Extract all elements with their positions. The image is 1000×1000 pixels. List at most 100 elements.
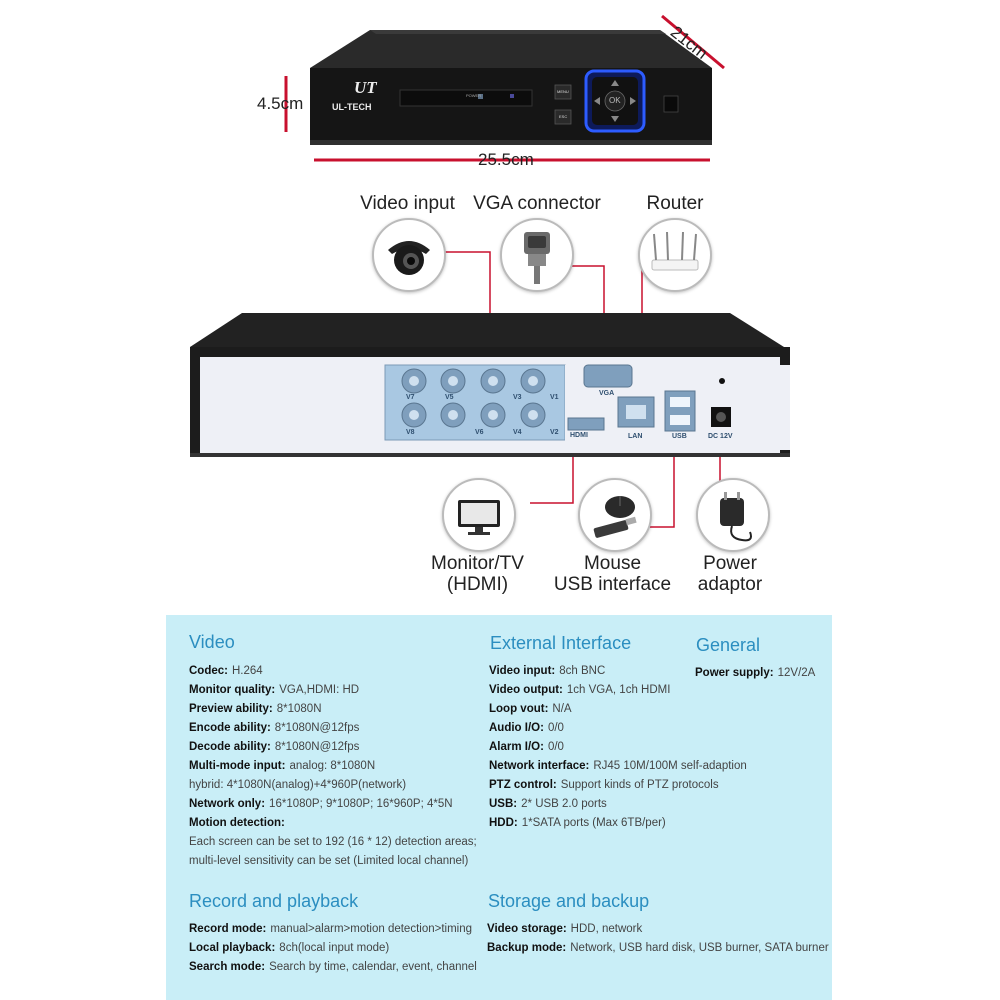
power-callout-title: Power adaptor <box>680 553 780 595</box>
spec-label: Multi-mode input: <box>189 760 286 772</box>
spec-row: Video storage:HDD, network <box>487 923 642 935</box>
spec-row: Network interface:RJ45 10M/100M self-ada… <box>489 760 747 772</box>
port-label-vga: VGA <box>599 390 615 397</box>
port-label-v8: V8 <box>406 429 415 436</box>
spec-value: Support kinds of PTZ protocols <box>560 779 719 791</box>
spec-row: Local playback:8ch(local input mode) <box>189 942 389 954</box>
menu-label: MENU <box>557 89 569 94</box>
monitor-line <box>530 442 574 504</box>
spec-row: USB:2* USB 2.0 ports <box>489 798 607 810</box>
port-label-v1: V1 <box>550 394 559 401</box>
spec-row: Audio I/O:0/0 <box>489 722 564 734</box>
spec-row: Encode ability:8*1080N@12fps <box>189 722 359 734</box>
spec-row: PTZ control:Support kinds of PTZ protoco… <box>489 779 719 791</box>
rear-view: V7 V5 V3 V1 V8 V6 V4 V2 VGA HDMI LAN USB… <box>170 305 830 465</box>
spec-row: Network only:16*1080P; 9*1080P; 16*960P;… <box>189 798 453 810</box>
spec-row: Multi-mode input:analog: 8*1080N <box>189 760 375 772</box>
esc-label: ESC <box>559 114 568 119</box>
vga-cable-icon <box>500 218 574 292</box>
spec-row: Video input:8ch BNC <box>489 665 605 677</box>
vga-callout-title: VGA connector <box>473 193 601 214</box>
spec-value: N/A <box>552 703 572 715</box>
spec-value: 8*1080N@12fps <box>274 741 360 753</box>
spec-label: Monitor quality: <box>189 684 276 696</box>
spec-label: Alarm I/O: <box>489 741 544 753</box>
spec-label: Preview ability: <box>189 703 273 715</box>
spec-motion-line2: multi-level sensitivity can be set (Limi… <box>189 855 469 867</box>
spec-label: Network only: <box>189 798 266 810</box>
spec-label: Codec: <box>189 665 228 677</box>
power-callout-line2: adaptor <box>697 574 763 595</box>
mouse-callout-line1: Mouse <box>583 553 642 574</box>
brand-mark: UT <box>354 78 377 97</box>
spec-value: 16*1080P; 9*1080P; 16*960P; 4*5N <box>269 798 453 810</box>
spec-label: Video storage: <box>487 923 567 935</box>
monitor-callout-line2: (HDMI) <box>446 574 509 595</box>
esc-button <box>554 109 572 125</box>
spec-row: Codec:H.264 <box>189 665 263 677</box>
spec-hybrid-text: hybrid: 4*1080N(analog)+4*960P(network) <box>189 779 407 791</box>
port-label-usb: USB <box>672 433 687 440</box>
video-input-callout-title: Video input <box>360 193 455 214</box>
spec-row: Record mode:manual>alarm>motion detectio… <box>189 923 472 935</box>
spec-value: 0/0 <box>547 722 564 734</box>
front-view: UT UL-TECH POWER MENU ESC OK <box>280 10 740 180</box>
width-label: 25.5cm <box>478 150 534 169</box>
port-label-v6: V6 <box>475 429 484 436</box>
spec-row: Alarm I/O:0/0 <box>489 741 564 753</box>
mouse-callout-title: Mouse USB interface <box>545 553 680 595</box>
spec-label: Video input: <box>489 665 556 677</box>
monitor-callout-title: Monitor/TV (HDMI) <box>420 553 535 595</box>
port-label-v7: V7 <box>406 394 415 401</box>
spec-value: 2* USB 2.0 ports <box>521 798 607 810</box>
spec-value: 1ch VGA, 1ch HDMI <box>566 684 671 696</box>
monitor-icon <box>442 478 516 552</box>
mouse-callout-line2: USB interface <box>553 574 672 595</box>
spec-value: RJ45 10M/100M self-adaption <box>593 760 747 772</box>
spec-value: analog: 8*1080N <box>289 760 376 772</box>
spec-label: Encode ability: <box>189 722 271 734</box>
height-label: 4.5cm <box>257 94 304 113</box>
rear-device-drawing <box>190 313 790 457</box>
spec-label: Audio I/O: <box>489 722 544 734</box>
port-label-dc: DC 12V <box>708 433 733 440</box>
spec-value: 0/0 <box>547 741 564 753</box>
device-top-face <box>310 30 712 68</box>
mouse-line <box>650 430 675 528</box>
spec-value: 8*1080N <box>276 703 322 715</box>
router-icon <box>638 218 712 292</box>
port-label-v2: V2 <box>550 429 559 436</box>
camera-icon <box>372 218 446 292</box>
spec-label: Network interface: <box>489 760 590 772</box>
port-label-v3: V3 <box>513 394 522 401</box>
spec-motion-line1: Each screen can be set to 192 (16 * 12) … <box>189 836 477 848</box>
spec-label: Record mode: <box>189 923 267 935</box>
spec-value: Network, USB hard disk, USB burner, SATA… <box>570 942 829 954</box>
spec-row: HDD:1*SATA ports (Max 6TB/per) <box>489 817 666 829</box>
general-section-title: General <box>696 635 761 655</box>
spec-row: Backup mode:Network, USB hard disk, USB … <box>487 942 829 954</box>
port-label-v5: V5 <box>445 394 454 401</box>
spec-value: 8ch(local input mode) <box>279 942 390 954</box>
power-adaptor-icon <box>696 478 770 552</box>
spec-label: Video output: <box>489 684 563 696</box>
specifications-panel: Video Codec:H.264 Monitor quality:VGA,HD… <box>166 615 832 1000</box>
spec-row: Power supply:12V/2A <box>695 667 815 679</box>
spec-label: Motion detection: <box>189 817 285 829</box>
spec-value: VGA,HDMI: HD <box>279 684 360 696</box>
spec-value: 1*SATA ports (Max 6TB/per) <box>521 817 666 829</box>
hdmi-port <box>567 417 605 431</box>
storage-section-title: Storage and backup <box>488 891 650 911</box>
spec-value: 8*1080N@12fps <box>274 722 360 734</box>
depth-dimension-line <box>661 14 725 70</box>
spec-value: 8ch BNC <box>559 665 606 677</box>
rear-top-face <box>190 313 784 347</box>
spec-label: Local playback: <box>189 942 276 954</box>
power-callout-line1: Power <box>703 553 757 574</box>
spec-row: Decode ability:8*1080N@12fps <box>189 741 359 753</box>
menu-button <box>554 84 572 100</box>
record-section-title: Record and playback <box>189 891 359 911</box>
front-device-drawing <box>284 14 725 162</box>
power-label: POWER <box>466 93 482 98</box>
spec-label: Search mode: <box>189 961 266 973</box>
